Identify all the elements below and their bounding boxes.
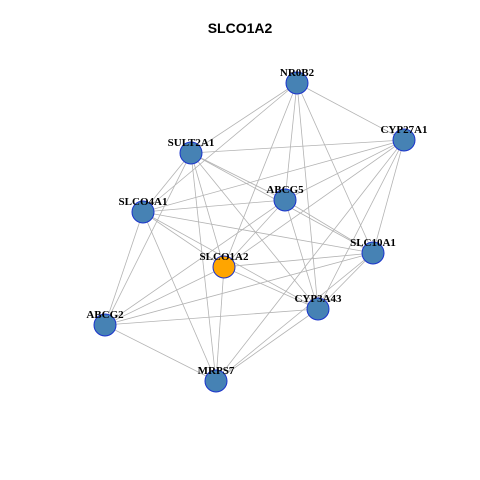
node-label-slco4a1: SLCO4A1	[119, 196, 168, 208]
edge-abcg5-abcg2	[104, 199, 286, 326]
plot-title: SLCO1A2	[207, 20, 273, 36]
edge-abcg5-slco1a2	[223, 199, 286, 268]
edge-slco1a2-abcg2	[104, 266, 225, 326]
edge-abcg5-slco4a1	[142, 199, 286, 213]
edge-sult2a1-mrps7	[190, 152, 217, 382]
node-layer	[93, 71, 416, 393]
edge-cyp3a43-abcg2	[104, 308, 319, 326]
edge-slco4a1-slc10a1	[142, 211, 374, 254]
edge-sult2a1-abcg5	[190, 152, 286, 201]
node-label-cyp27a1: CYP27A1	[380, 124, 427, 136]
node-slc10a1	[361, 241, 385, 265]
node-slco1a2	[212, 255, 236, 279]
node-cyp27a1	[392, 128, 416, 152]
edge-slco4a1-mrps7	[142, 211, 217, 382]
edge-cyp27a1-slco4a1	[142, 139, 405, 213]
edge-slco4a1-abcg2	[104, 211, 144, 326]
node-label-sult2a1: SULT2A1	[168, 137, 215, 149]
node-label-abcg2: ABCG2	[86, 309, 124, 321]
edge-abcg5-slc10a1	[284, 199, 374, 254]
edge-slc10a1-slco1a2	[223, 252, 374, 268]
label-layer: NR0B2CYP27A1SULT2A1ABCG5SLCO4A1SLC10A1SL…	[86, 67, 427, 377]
edge-nr0b2-cyp3a43	[296, 82, 319, 310]
edge-cyp27a1-slc10a1	[372, 139, 405, 254]
edge-sult2a1-slco4a1	[142, 152, 192, 213]
node-label-cyp3a43: CYP3A43	[294, 293, 342, 305]
node-nr0b2	[285, 71, 309, 95]
edge-sult2a1-abcg2	[104, 152, 192, 326]
edge-cyp3a43-mrps7	[215, 308, 319, 382]
node-slco4a1	[131, 200, 155, 224]
edge-slco4a1-slco1a2	[142, 211, 225, 268]
node-cyp3a43	[306, 297, 330, 321]
edge-slc10a1-abcg2	[104, 252, 374, 326]
edge-cyp27a1-abcg5	[284, 139, 405, 201]
edge-nr0b2-cyp27a1	[296, 82, 405, 141]
edge-slco1a2-cyp3a43	[223, 266, 319, 310]
node-sult2a1	[179, 141, 203, 165]
edge-abcg5-cyp3a43	[284, 199, 319, 310]
edge-cyp27a1-cyp3a43	[317, 139, 405, 310]
edge-nr0b2-slco4a1	[142, 82, 298, 213]
edge-cyp27a1-mrps7	[215, 139, 405, 382]
edge-nr0b2-abcg5	[284, 82, 298, 201]
edge-slc10a1-mrps7	[215, 252, 374, 382]
edge-layer	[104, 82, 405, 382]
node-abcg2	[93, 313, 117, 337]
node-mrps7	[204, 369, 228, 393]
edge-cyp27a1-sult2a1	[190, 139, 405, 154]
node-label-slc10a1: SLC10A1	[350, 237, 396, 249]
edge-slc10a1-cyp3a43	[317, 252, 374, 310]
edge-slco1a2-mrps7	[215, 266, 225, 382]
node-label-mrps7: MRPS7	[198, 365, 235, 377]
edge-nr0b2-slco1a2	[223, 82, 298, 268]
edge-nr0b2-slc10a1	[296, 82, 374, 254]
edge-sult2a1-cyp3a43	[190, 152, 319, 310]
node-label-slco1a2: SLCO1A2	[200, 251, 249, 263]
edge-sult2a1-slco1a2	[190, 152, 225, 268]
edge-cyp27a1-slco1a2	[223, 139, 405, 268]
node-abcg5	[273, 188, 297, 212]
edge-nr0b2-sult2a1	[190, 82, 298, 154]
node-label-abcg5: ABCG5	[266, 184, 304, 196]
node-label-nr0b2: NR0B2	[280, 67, 315, 79]
edge-abcg2-mrps7	[104, 324, 217, 382]
